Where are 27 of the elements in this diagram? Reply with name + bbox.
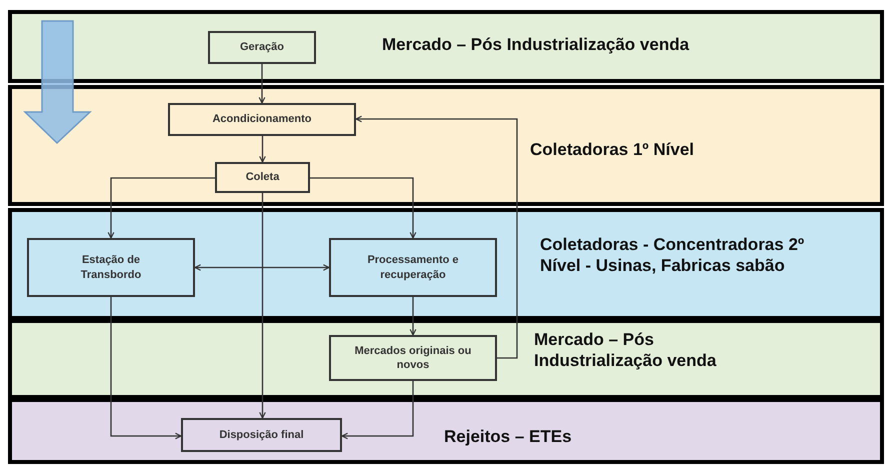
lane-label: Rejeitos – ETEs: [444, 426, 573, 448]
lane-label: Mercado – Pós Industrialização venda: [382, 34, 690, 56]
process-box: Disposição final: [181, 418, 342, 452]
swimlane-band: [8, 85, 884, 206]
process-box: Mercados originais ou novos: [329, 335, 497, 381]
process-box: Estação de Transbordo: [27, 238, 195, 297]
process-box: Geração: [208, 31, 316, 64]
lane-label: Coletadoras - Concentradoras 2º Nível - Usinas, Fabricas sabão: [540, 234, 806, 276]
arrow: [194, 264, 330, 271]
arrow: [108, 177, 215, 239]
arrow: [310, 177, 416, 239]
process-box: Coleta: [215, 162, 310, 193]
lane-label: Mercado – Pós Industrialização venda: [534, 329, 718, 372]
arrow: [355, 116, 518, 359]
swimlane-band: [8, 10, 884, 83]
arrow: [410, 297, 416, 336]
arrow: [259, 193, 266, 419]
arrow: [110, 297, 182, 440]
process-box: Acondicionamento: [168, 103, 356, 136]
arrow: [259, 136, 266, 163]
lane-label: Coletadoras 1º Nível: [530, 139, 695, 160]
arrow: [341, 381, 414, 440]
process-box: Processamento e recuperação: [329, 238, 497, 297]
swimlane-band: [8, 208, 884, 320]
swimlane-band: [8, 319, 884, 399]
swimlane-band: [8, 398, 884, 464]
arrow: [258, 64, 266, 104]
